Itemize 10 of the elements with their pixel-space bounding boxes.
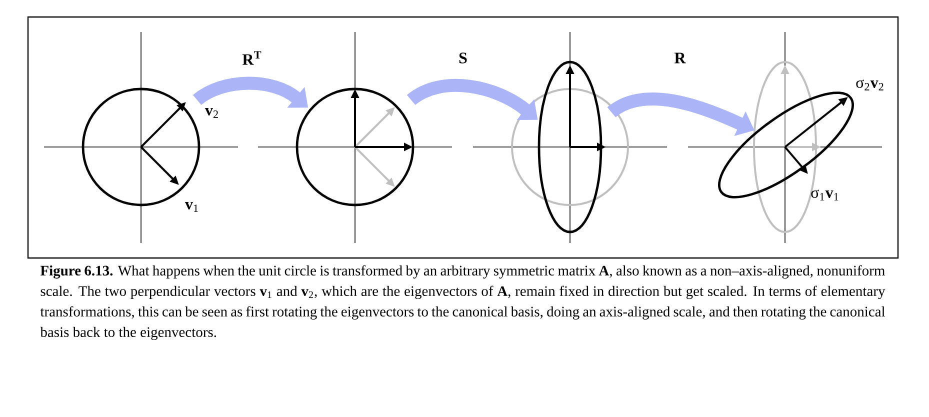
edge-label: R — [673, 52, 687, 64]
edge-label: R$^{T}$ — [241, 50, 263, 66]
vector-label: σ$_{1}$v$_{1}$ — [811, 190, 838, 200]
vector-label: σ$_{2}$v$_{2}$ — [856, 80, 884, 90]
edge-label: S — [458, 52, 468, 64]
caption: Figure 6.13. What happens when the unit circle is transformed by an arbitrary symmetric matrix A, also known as a non–axis-aligned, nonuniform scale. The two perpendicular vectors v$_{1}$ and v$_{2}$, which are the eigenvectors of A, remain fixed in direction but get scaled. In terms of elementary transformations, this can be seen as first rotating the eigenvectors to the canonical basis, doing an axis-aligned scale, and then rotating the canonical basis back to the eigenvectors. — [40, 265, 886, 340]
circle-shape — [296, 88, 414, 206]
vector-label: v$_{2}$ — [204, 108, 218, 118]
ellipse-shape — [538, 60, 602, 234]
vector-label: v$_{1}$ — [184, 202, 198, 212]
